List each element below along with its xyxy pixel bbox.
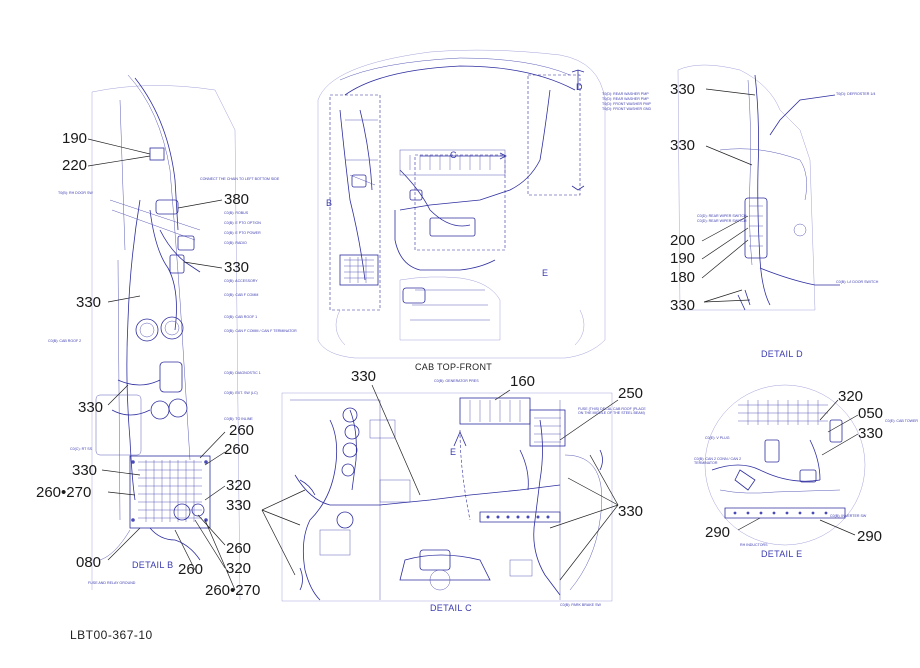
- note: C0(B): TO INLINE: [224, 417, 253, 421]
- callout-320: 320: [226, 477, 252, 494]
- caption-cab-top-front: CAB TOP-FRONT: [415, 362, 493, 372]
- callout-290: 290: [857, 528, 883, 545]
- detail-d-view: [677, 64, 840, 311]
- note: C0(B): CAN 2 CONN / CAN 2 TERMINATOR: [694, 457, 742, 465]
- callout-080: 080: [76, 554, 102, 571]
- marker-d: D: [576, 82, 583, 92]
- callout-330: 330: [76, 294, 102, 311]
- note: FUSE (THIS) DECAL CAB ROOF (PLACE ON THE…: [578, 407, 646, 415]
- marker-e: E: [542, 268, 549, 278]
- callout-250: 250: [618, 385, 644, 402]
- caption-detail-e: DETAIL E: [761, 549, 803, 559]
- note: C0(B): GENERATOR PRES: [434, 379, 479, 383]
- note: C0(B): CAB ROOF 2: [48, 339, 82, 343]
- callout-260: 260: [229, 422, 255, 439]
- callout-190: 190: [62, 130, 88, 147]
- callout-330: 330: [226, 497, 252, 514]
- callout-180: 180: [670, 269, 696, 286]
- note: C0(D): REAR WIPER SWITCH: [697, 214, 747, 218]
- note: C0(B): E PTO POWER: [224, 231, 261, 235]
- callout-330: 330: [78, 399, 104, 416]
- left-leaders: [87, 138, 236, 591]
- caption-detail-b: DETAIL B: [132, 560, 174, 570]
- callout-320: 320: [838, 388, 864, 405]
- note: RH INDUCTORS: [740, 543, 768, 547]
- note: T0(D): REAR WASHER PMP: [602, 92, 649, 96]
- note: C0(B): INVERTER SW: [830, 514, 867, 518]
- note: C0(B): DIAGNOSTIC 1: [224, 371, 261, 375]
- note: C0(B): L/I DOOR SWITCH: [836, 280, 879, 284]
- note: T0(D): FRONT WASHER PMP: [602, 102, 651, 106]
- note: T0(B): RH DOOR SW: [58, 191, 93, 195]
- caption-detail-c: DETAIL C: [430, 603, 472, 613]
- callout-330: 330: [670, 297, 696, 314]
- callout-330: 330: [670, 81, 696, 98]
- note: C0(B): CAN F COMM / CAN F TERMINATOR: [224, 329, 297, 333]
- marker-c: C: [450, 150, 457, 160]
- detail-e-view: [704, 384, 866, 546]
- note: CONNECT THE CHAIN TO LEFT BOTTOM SIDE: [200, 177, 280, 181]
- note: C0(E): CAB TOWER: [885, 419, 919, 423]
- note: C0(B): EXT. SW (LC): [224, 391, 258, 395]
- marker-e2: E: [450, 447, 457, 457]
- detail-c-view: [281, 392, 613, 602]
- note: C0(E): V PLUG: [705, 436, 730, 440]
- left-pillar-view: [91, 74, 241, 601]
- note: C0(C): RT SS: [70, 447, 93, 451]
- callout-330: 330: [858, 425, 884, 442]
- callout-260-270: 260•270: [205, 582, 261, 599]
- callout-330: 330: [224, 259, 250, 276]
- callout-290: 290: [705, 524, 731, 541]
- note: T0(D): FRONT WASHER GND: [602, 107, 652, 111]
- callout-200: 200: [670, 232, 696, 249]
- callout-260: 260: [178, 561, 204, 578]
- callout-190: 190: [670, 250, 696, 267]
- detail-e-leaders: [737, 399, 859, 536]
- note: C0(B): E PTO OPTION: [224, 221, 261, 225]
- note: C0(B): CAB F COMM: [224, 293, 259, 297]
- caption-detail-d: DETAIL D: [761, 349, 803, 359]
- callout-320: 320: [226, 560, 252, 577]
- callout-260-270: 260•270: [36, 484, 92, 501]
- note: FUSE AND RELAY GROUND: [88, 581, 136, 585]
- note: C0(D): REAR WIPER SWITCH: [697, 219, 747, 223]
- document-id: LBT00-367-10: [70, 628, 153, 642]
- callout-330: 330: [670, 137, 696, 154]
- callout-330: 330: [351, 368, 377, 385]
- callout-160: 160: [510, 373, 536, 390]
- callout-260: 260: [226, 540, 252, 557]
- callout-260: 260: [224, 441, 250, 458]
- detail-d-leaders: [701, 88, 756, 303]
- note: C0(B): ACCESSORY: [224, 279, 258, 283]
- callout-380: 380: [224, 191, 250, 208]
- note: T0(D): REAR WASHER PMP: [602, 97, 649, 101]
- callout-330: 330: [618, 503, 644, 520]
- callout-050: 050: [858, 405, 884, 422]
- marker-b: B: [326, 198, 333, 208]
- note: C0(B): RADIO: [224, 241, 247, 245]
- callout-220: 220: [62, 157, 88, 174]
- note: T0(D): DEFROSTER 1/4: [836, 92, 876, 96]
- note: C0(B): ROBUS: [224, 211, 249, 215]
- callout-330: 330: [72, 462, 98, 479]
- note: C0(B): CAB ROOF 1: [224, 315, 258, 319]
- cab-top-front-view: [317, 49, 606, 359]
- detail-c-leaders: [261, 384, 619, 581]
- note: C0(B): PARK BRAKE SW: [560, 603, 601, 607]
